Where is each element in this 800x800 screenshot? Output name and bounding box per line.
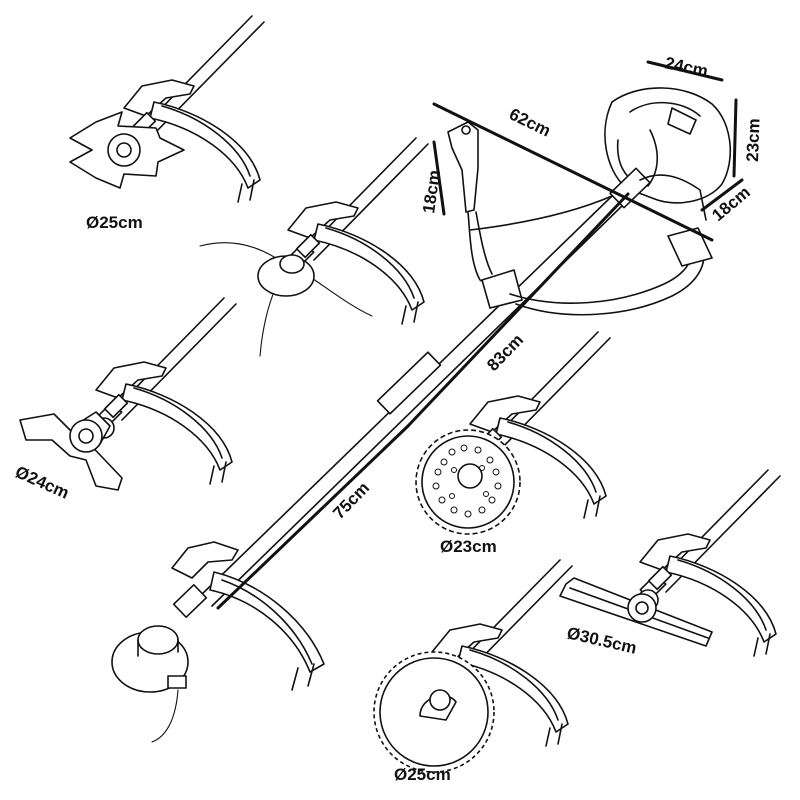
attachment-trimmer-line-head — [199, 137, 429, 357]
engine — [604, 87, 732, 221]
grip-height-label: 18cm — [419, 169, 444, 215]
main-brushcutter — [111, 87, 732, 743]
shaft-upper-label: 83cm — [483, 330, 527, 374]
hedge-cutter-bar-size: Ø30.5cm — [565, 623, 638, 657]
engine-width-label: 24cm — [663, 53, 709, 81]
attachment-four-tooth-blade — [19, 297, 237, 491]
dimension-lines — [216, 60, 744, 610]
attachment-hedge-cutter-bar — [559, 469, 781, 657]
handle-span-label: 62cm — [506, 105, 553, 141]
engine-height-label: 23cm — [743, 118, 764, 162]
carbide-saw-blade-size: Ø23cm — [440, 537, 497, 556]
attachment-three-tooth-blade — [69, 15, 265, 203]
circular-saw-blade-size: Ø25cm — [394, 765, 451, 784]
trimmer-head — [111, 625, 189, 743]
attachment-circular-saw-blade — [373, 559, 573, 773]
three-tooth-blade-size: Ø25cm — [86, 213, 143, 232]
handlebar — [447, 121, 713, 316]
attachment-carbide-saw-blade — [415, 331, 611, 535]
four-tooth-blade-size: Ø24cm — [12, 462, 72, 502]
